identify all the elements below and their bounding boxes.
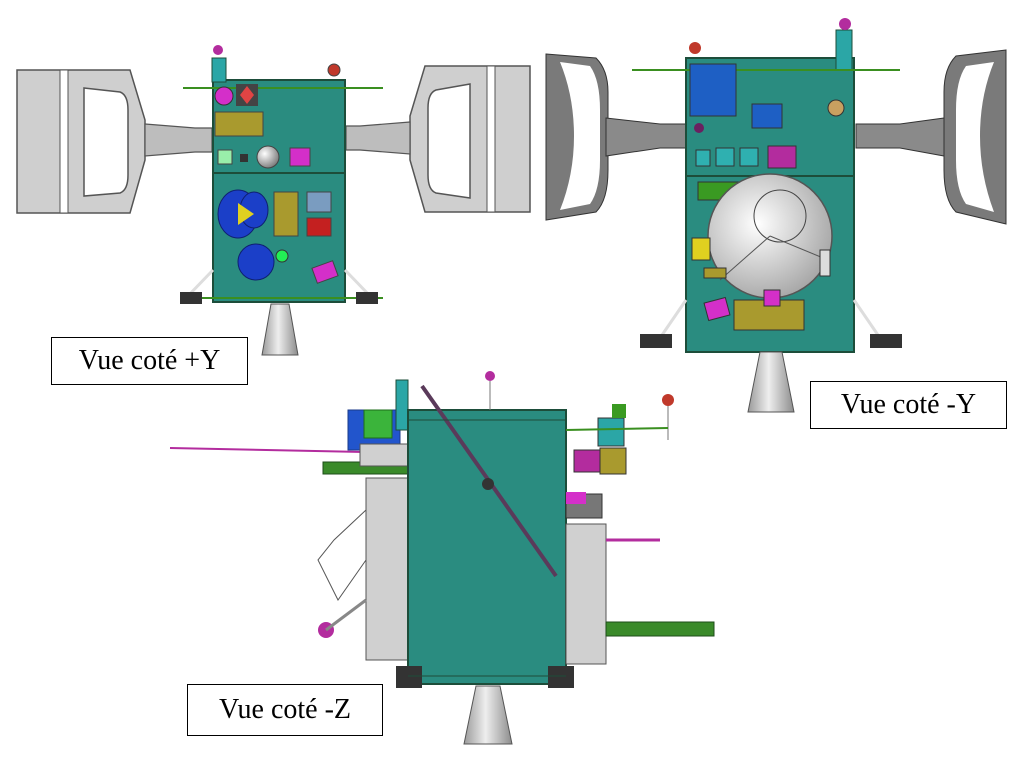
solar-panel-left [16,69,213,214]
view-label-plus-y: Vue coté +Y [51,337,248,385]
view-minus-z [169,371,715,745]
spacecraft-body-minus-z [407,409,567,685]
view-plus-y [16,45,531,356]
view-label-minus-z: Vue coté -Z [187,684,383,736]
solar-panel-right [345,65,531,213]
view-label-minus-y: Vue coté -Y [810,381,1007,429]
view-minus-y [545,18,1007,413]
